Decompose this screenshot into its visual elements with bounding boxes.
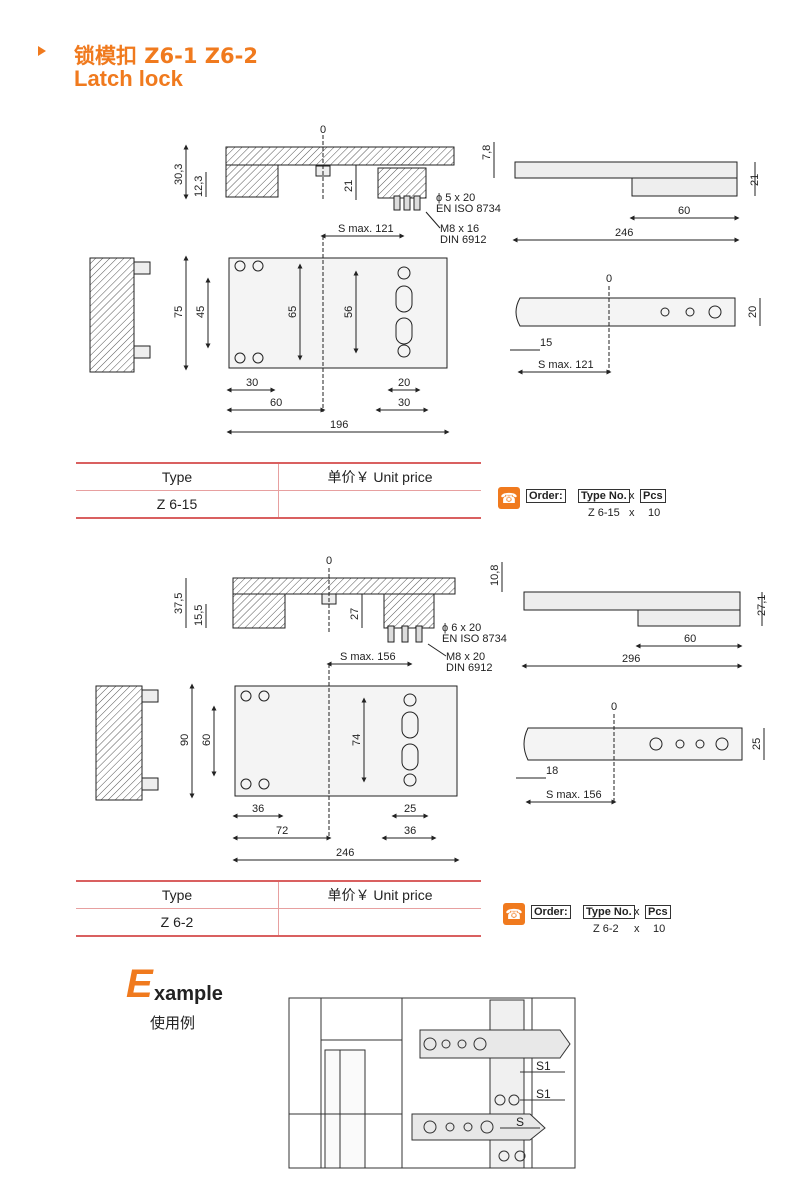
title-bullet-icon: [38, 46, 46, 56]
svg-text:15,5: 15,5: [193, 605, 205, 626]
price-header: 单价￥ Unit price: [278, 462, 481, 491]
type-cell: Z 6-2: [76, 908, 279, 937]
svg-text:10,8: 10,8: [489, 565, 501, 586]
svg-text:27: 27: [349, 608, 361, 620]
svg-text:M8 x 20: M8 x 20: [446, 651, 485, 663]
end-view: [89, 257, 135, 373]
top-plate-section: [225, 146, 455, 166]
svg-text:296: 296: [622, 653, 640, 665]
svg-text:S1: S1: [536, 1059, 551, 1073]
svg-text:30: 30: [246, 377, 258, 389]
price-cell: [278, 490, 481, 519]
svg-text:S1: S1: [536, 1087, 551, 1101]
svg-text:0: 0: [320, 124, 326, 136]
svg-text:25: 25: [751, 738, 763, 750]
latch-bar-plan: [515, 297, 736, 327]
right-block-section: [377, 167, 427, 199]
svg-text:27,1: 27,1: [756, 595, 768, 616]
svg-text:S max. 121: S max. 121: [538, 359, 594, 371]
type-header: Type: [76, 880, 279, 909]
page-title-cn: 锁模扣 Z6-1 Z6-2: [74, 44, 258, 68]
phone-icon: ☎: [503, 903, 525, 925]
svg-text:60: 60: [201, 734, 213, 746]
svg-text:DIN 6912: DIN 6912: [446, 662, 492, 674]
svg-text:60: 60: [684, 633, 696, 645]
svg-text:20: 20: [398, 377, 410, 389]
svg-text:37,5: 37,5: [173, 593, 185, 614]
type-cell: Z 6-15: [76, 490, 279, 519]
svg-text:S: S: [516, 1115, 524, 1129]
svg-text:0: 0: [326, 555, 332, 567]
side-block: [631, 177, 738, 197]
svg-text:S max. 121: S max. 121: [338, 223, 394, 235]
left-block-section: [225, 164, 279, 198]
svg-text:EN ISO 8734: EN ISO 8734: [436, 203, 501, 215]
svg-text:0: 0: [606, 273, 612, 285]
svg-text:S max. 156: S max. 156: [546, 789, 602, 801]
price-cell: [278, 908, 481, 937]
svg-text:90: 90: [179, 734, 191, 746]
svg-text:65: 65: [287, 306, 299, 318]
svg-text:21: 21: [343, 180, 355, 192]
example-title: xample: [154, 983, 223, 1005]
svg-text:30: 30: [398, 397, 410, 409]
svg-text:45: 45: [195, 306, 207, 318]
svg-text:246: 246: [336, 847, 354, 859]
svg-text:18: 18: [546, 765, 558, 777]
svg-text:56: 56: [343, 306, 355, 318]
svg-text:21: 21: [749, 174, 761, 186]
svg-text:246: 246: [615, 227, 633, 239]
svg-text:ϕ 6 x 20: ϕ 6 x 20: [442, 622, 481, 634]
order-box-1: ☎ Order: Type No. x Pcs Z 6-15 x 10: [498, 487, 698, 523]
order-box-2: ☎ Order: Type No. x Pcs Z 6-2 x 10: [503, 903, 703, 939]
svg-text:196: 196: [330, 419, 348, 431]
svg-text:S max. 156: S max. 156: [340, 651, 396, 663]
svg-text:36: 36: [404, 825, 416, 837]
svg-text:7,8: 7,8: [481, 145, 493, 160]
svg-text:M8 x 16: M8 x 16: [440, 223, 479, 235]
svg-text:72: 72: [276, 825, 288, 837]
page-title-en: Latch lock: [74, 66, 183, 91]
svg-text:0: 0: [611, 701, 617, 713]
svg-text:12,3: 12,3: [193, 176, 205, 197]
svg-text:DIN 6912: DIN 6912: [440, 234, 486, 246]
svg-text:20: 20: [747, 306, 759, 318]
price-header: 单价￥ Unit price: [278, 880, 481, 909]
svg-text:30,3: 30,3: [173, 164, 185, 185]
svg-text:15: 15: [540, 337, 552, 349]
svg-text:74: 74: [351, 734, 363, 746]
svg-text:36: 36: [252, 803, 264, 815]
example-title-cn: 使用例: [150, 1014, 196, 1032]
plan-plate: [228, 257, 448, 369]
drawing-z6-15: 0 30,3 12,3 21 ϕ 5 x 20 EN ISO 8734 M8 x…: [89, 124, 761, 435]
svg-text:EN ISO 8734: EN ISO 8734: [442, 633, 507, 645]
svg-text:60: 60: [678, 205, 690, 217]
type-header: Type: [76, 462, 279, 491]
drawing-z6-2: 0 37,5 15,5 27 ϕ 6 x 20 EN ISO 8734 M8 x…: [95, 555, 768, 863]
svg-text:75: 75: [173, 306, 185, 318]
svg-text:25: 25: [404, 803, 416, 815]
svg-text:60: 60: [270, 397, 282, 409]
example-title-e: E: [126, 962, 153, 1006]
phone-icon: ☎: [498, 487, 520, 509]
side-bar: [514, 161, 738, 179]
example-drawing: S1 S1 S: [288, 997, 576, 1169]
svg-text:ϕ 5 x 20: ϕ 5 x 20: [436, 192, 475, 204]
